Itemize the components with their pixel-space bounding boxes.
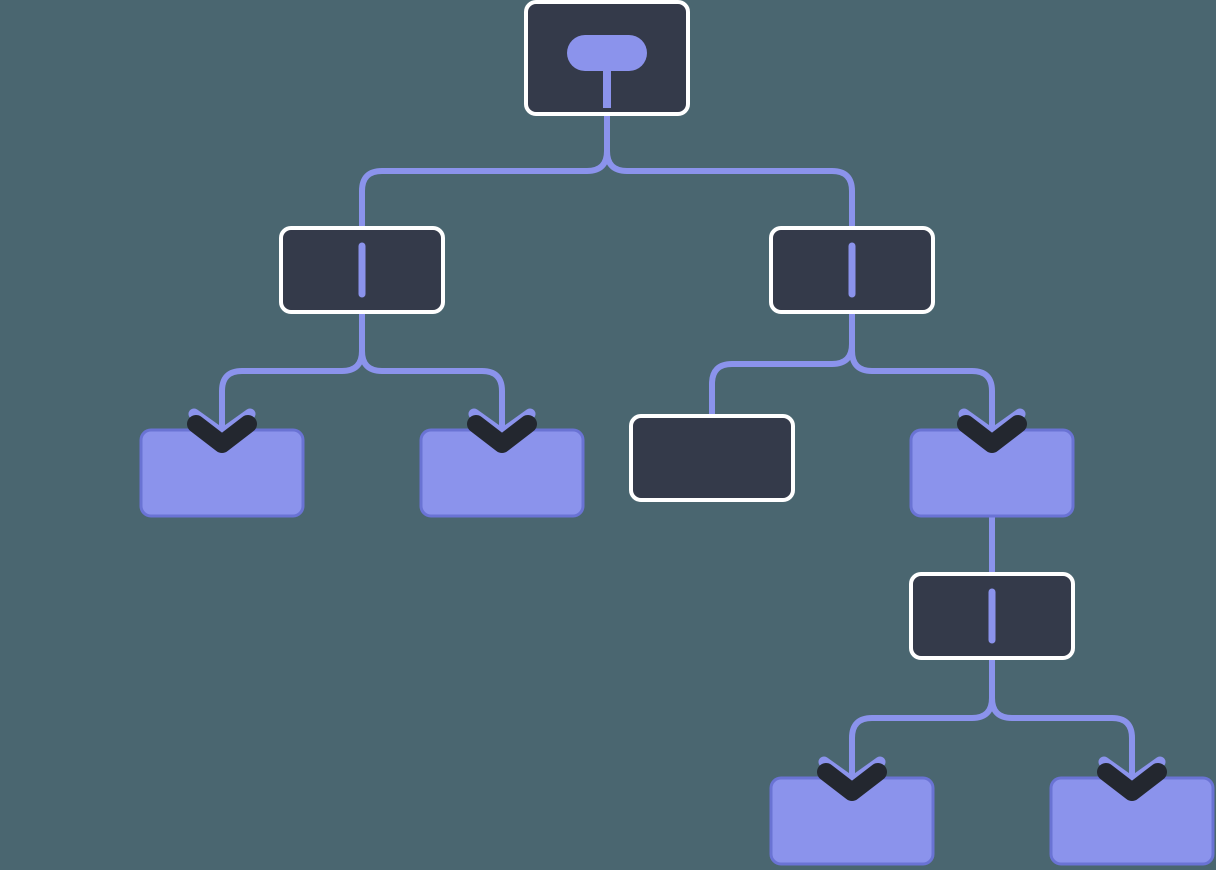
arrowhead-chevron-front bbox=[467, 415, 537, 453]
arrowhead bbox=[957, 408, 1027, 453]
empty-node-shape[interactable] bbox=[629, 414, 795, 502]
arrowhead bbox=[817, 756, 887, 801]
arrowhead-chevron-front bbox=[817, 763, 887, 801]
arrowhead bbox=[1097, 756, 1167, 801]
node-layer bbox=[139, 0, 1215, 866]
branch-node-left[interactable] bbox=[279, 226, 445, 314]
arrowhead-chevron-front bbox=[957, 415, 1027, 453]
arrowhead bbox=[187, 408, 257, 453]
sub-branch-node[interactable] bbox=[909, 572, 1075, 660]
arrowhead-chevron-front bbox=[1097, 763, 1167, 801]
root-node[interactable] bbox=[524, 0, 690, 116]
arrowhead bbox=[467, 408, 537, 453]
edge-root-to-right-branch bbox=[604, 114, 855, 228]
arrowhead-chevron-front bbox=[187, 415, 257, 453]
edge-right-branch-to-intermediate bbox=[849, 312, 995, 430]
edge-layer bbox=[219, 114, 1135, 778]
branch-node-right[interactable] bbox=[769, 226, 935, 314]
empty-node[interactable] bbox=[629, 414, 795, 502]
root-node-pill-glyph bbox=[567, 35, 647, 71]
edge-left-branch-to-leaf-2 bbox=[359, 312, 505, 430]
edge-sub-branch-to-leaf-4 bbox=[989, 658, 1135, 778]
arrowhead-layer bbox=[187, 408, 1167, 801]
